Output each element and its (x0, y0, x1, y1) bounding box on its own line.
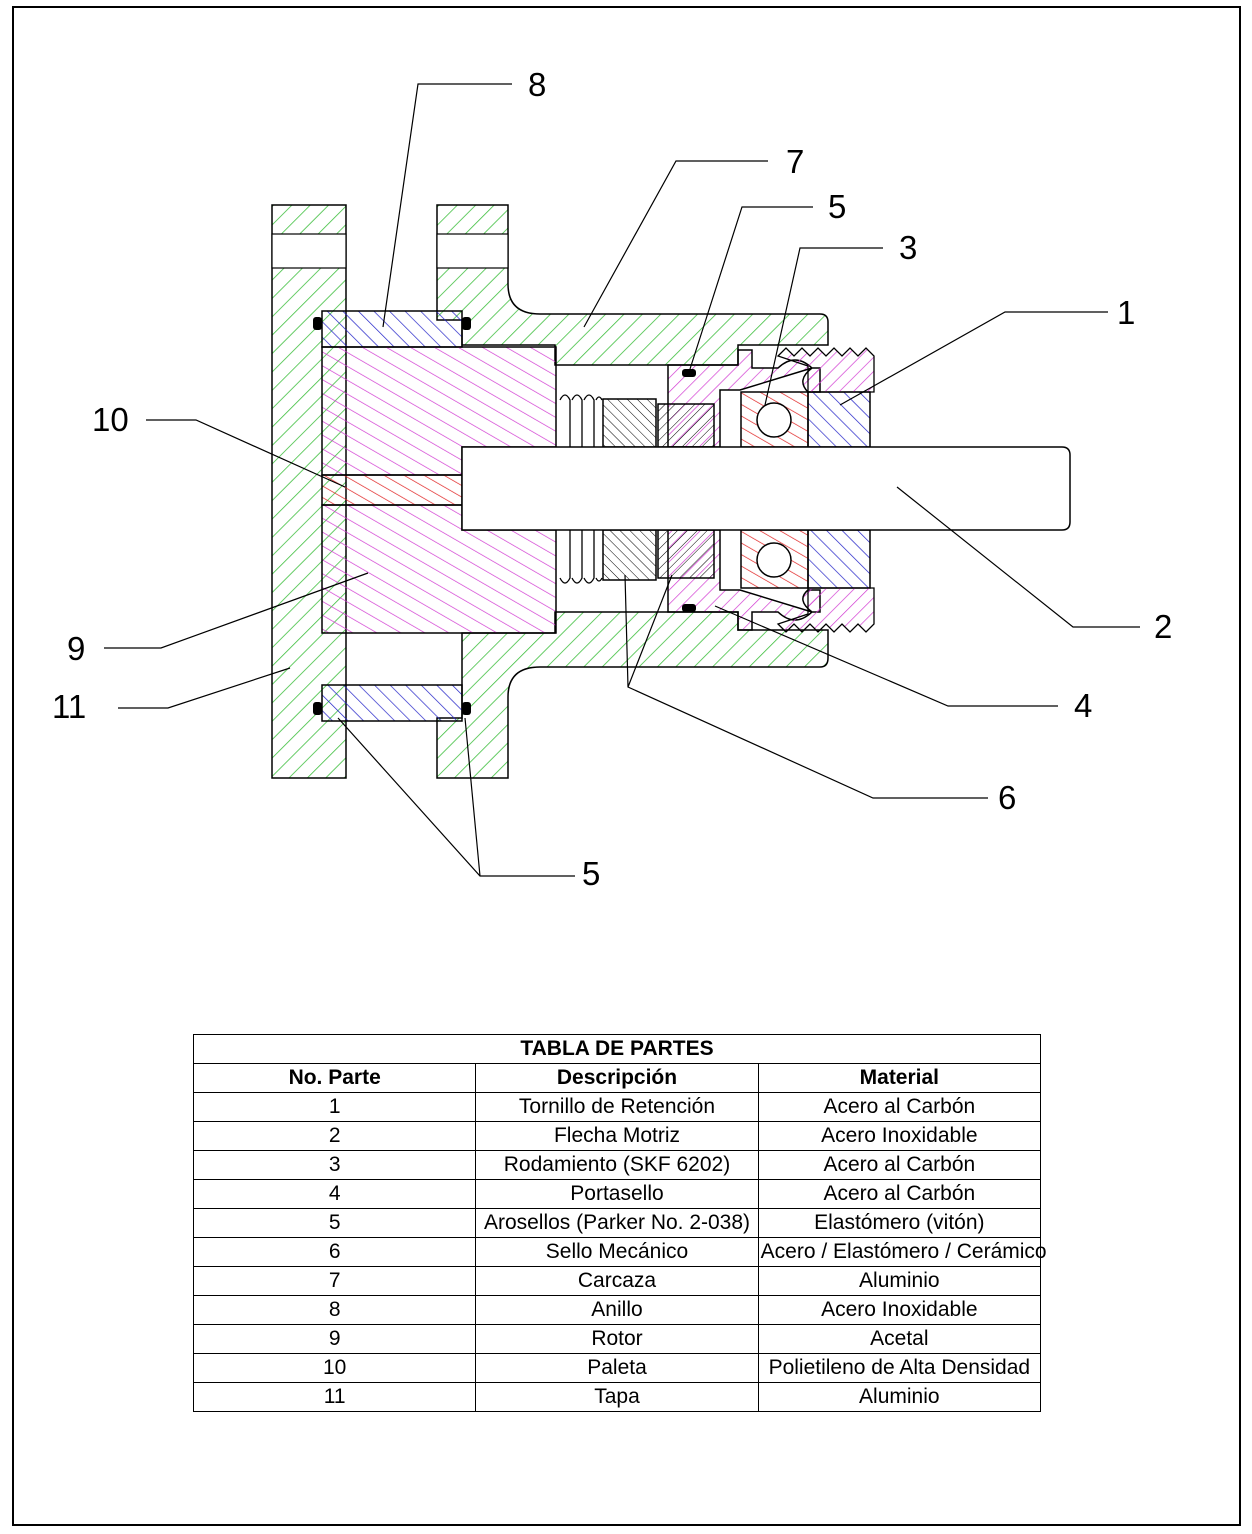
cell-material: Acetal (757, 1324, 1042, 1354)
callout-10: 10 (92, 401, 129, 438)
parts-table: TABLA DE PARTES No. Parte Descripción Ma… (192, 1034, 1047, 1412)
callout-5-bottom: 5 (582, 855, 600, 892)
part-3-rodamiento (740, 391, 809, 589)
cell-no-parte: 6 (192, 1237, 477, 1267)
cell-descripcion: Anillo (475, 1295, 759, 1325)
cell-descripcion: Rotor (475, 1324, 759, 1354)
table-title-row: TABLA DE PARTES (193, 1034, 1041, 1064)
cell-descripcion: Carcaza (475, 1266, 759, 1296)
callout-labels: 8 7 5 3 1 10 2 9 11 4 6 5 (52, 66, 1172, 892)
cell-no-parte: 7 (192, 1266, 477, 1296)
cell-material: Acero Inoxidable (757, 1121, 1042, 1151)
callout-9: 9 (67, 630, 85, 667)
cell-descripcion: Portasello (475, 1179, 759, 1209)
cell-descripcion: Paleta (475, 1353, 759, 1383)
cell-descripcion: Tornillo de Retención (475, 1092, 759, 1122)
cell-descripcion: Rodamiento (SKF 6202) (475, 1150, 759, 1180)
cell-no-parte: 2 (192, 1121, 477, 1151)
cell-no-parte: 8 (192, 1295, 477, 1325)
drawing-frame (12, 6, 1241, 1526)
part-7-carcaza (436, 204, 829, 779)
callout-7: 7 (786, 143, 804, 180)
header-material: Material (757, 1063, 1042, 1093)
cell-no-parte: 3 (192, 1150, 477, 1180)
cell-material: Elastómero (vitón) (757, 1208, 1042, 1238)
cell-descripcion: Tapa (475, 1382, 759, 1412)
part-5-arosellos (313, 317, 696, 715)
callout-1: 1 (1117, 294, 1135, 331)
cell-no-parte: 1 (192, 1092, 477, 1122)
cell-no-parte: 11 (192, 1382, 477, 1412)
pump-cross-section: 8 7 5 3 1 10 2 9 11 4 6 5 (52, 66, 1172, 892)
cell-no-parte: 9 (192, 1324, 477, 1354)
header-descripcion: Descripción (475, 1063, 759, 1093)
leader-lines (104, 83, 1140, 877)
cell-descripcion: Flecha Motriz (475, 1121, 759, 1151)
callout-3: 3 (899, 229, 917, 266)
cell-descripcion: Arosellos (Parker No. 2-038) (475, 1208, 759, 1238)
cell-material: Aluminio (757, 1266, 1042, 1296)
cell-descripcion: Sello Mecánico (475, 1237, 759, 1267)
cell-material: Acero al Carbón (757, 1092, 1042, 1122)
part-2-flecha-motriz (461, 446, 1071, 531)
cell-material: Acero al Carbón (757, 1150, 1042, 1180)
callout-8: 8 (528, 66, 546, 103)
cell-material: Acero al Carbón (757, 1179, 1042, 1209)
part-10-paleta (321, 474, 463, 506)
header-no-parte: No. Parte (192, 1063, 477, 1093)
table-title: TABLA DE PARTES (193, 1034, 1041, 1064)
cell-no-parte: 4 (192, 1179, 477, 1209)
part-1-tornillo (776, 347, 875, 633)
table-header-row: No. Parte Descripción Material (192, 1063, 1042, 1093)
cell-material: Acero Inoxidable (757, 1295, 1042, 1325)
cell-no-parte: 5 (192, 1208, 477, 1238)
cell-material: Acero / Elastómero / Cerámico (757, 1237, 1047, 1267)
part-8-anillo (321, 310, 463, 722)
callout-5-top: 5 (828, 188, 846, 225)
cell-no-parte: 10 (192, 1353, 477, 1383)
callout-11: 11 (52, 688, 86, 725)
cell-material: Aluminio (757, 1382, 1042, 1412)
callout-2: 2 (1154, 608, 1172, 645)
callout-4: 4 (1074, 687, 1092, 724)
callout-6: 6 (998, 779, 1016, 816)
cell-material: Polietileno de Alta Densidad (757, 1353, 1042, 1383)
